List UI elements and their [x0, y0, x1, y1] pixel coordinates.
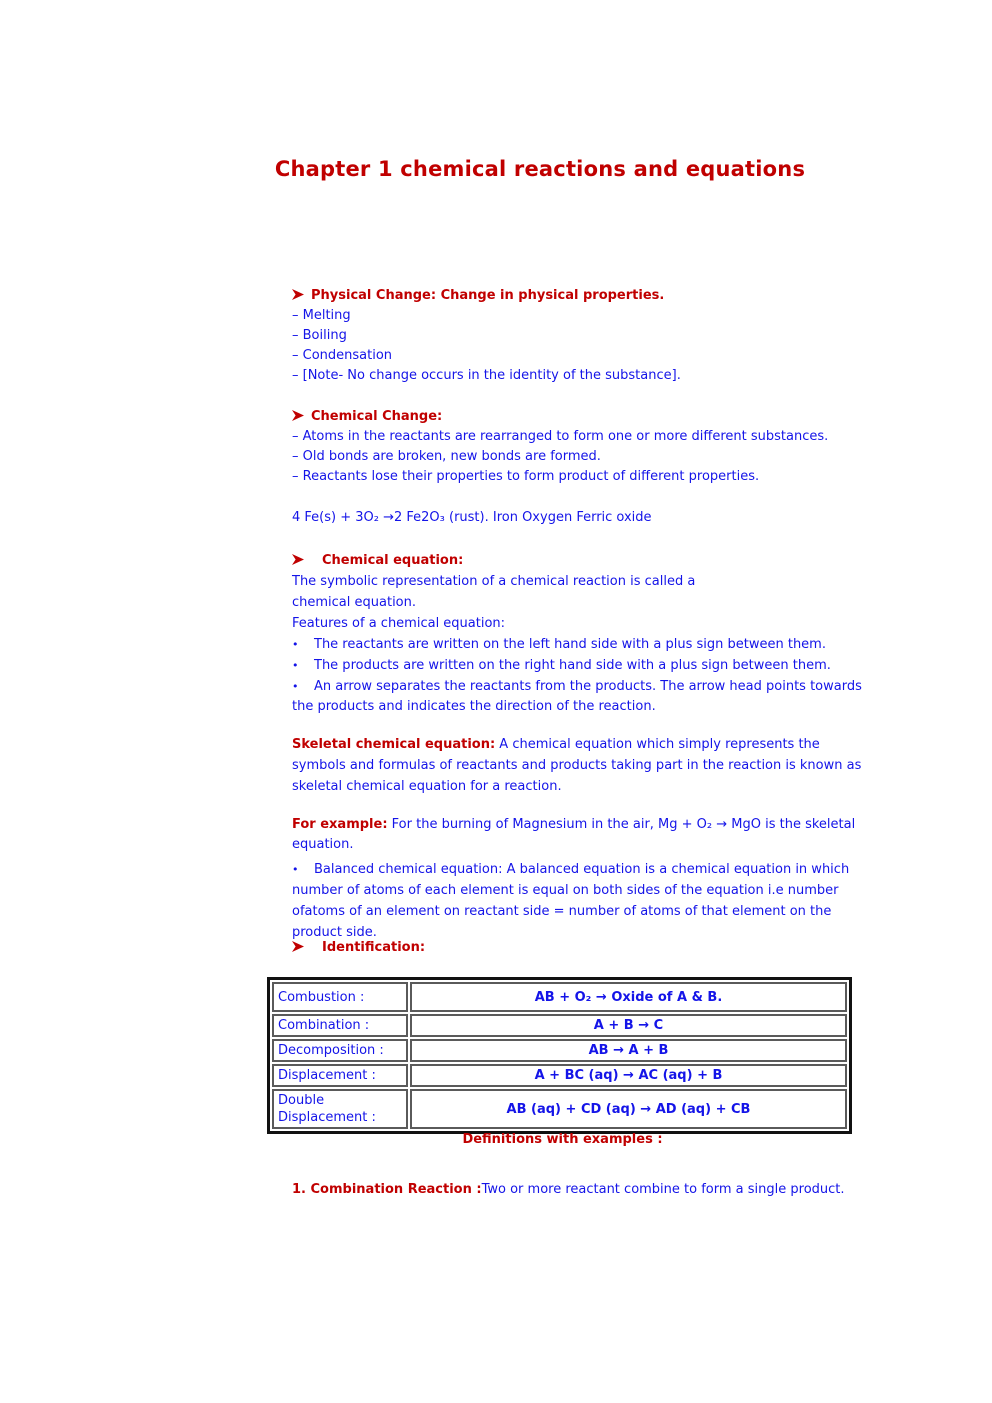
definitions-heading: Definitions with examples :	[462, 1132, 663, 1147]
chemical-equation-heading-label: Chemical equation:	[322, 553, 464, 568]
identification-heading-label: Identification:	[322, 940, 426, 955]
identification-table: Combustion : AB + O₂ → Oxide of A & B. C…	[267, 977, 852, 1134]
for-example-body: For the burning of Magnesium in the air,…	[292, 817, 856, 852]
chemical-change-heading: Chemical Change:	[292, 407, 858, 427]
physical-change-item: – Condensation	[292, 348, 393, 363]
page-title: Chapter 1 chemical reactions and equatio…	[274, 157, 806, 181]
reaction-type-cell: Double Displacement :	[272, 1089, 408, 1129]
reaction-formula-cell: A + BC (aq) → AC (aq) + B	[410, 1064, 847, 1087]
combination-definition: 1. Combination Reaction :Two or more rea…	[292, 1180, 882, 1200]
skeletal-body: A chemical equation which simply represe…	[292, 737, 862, 794]
combination-definition-lead: 1. Combination Reaction :	[292, 1182, 482, 1197]
feature-bullet: •An arrow separates the reactants from t…	[292, 677, 866, 717]
feature-bullet: • The products are written on the right h…	[292, 656, 866, 676]
combination-definition-body: Two or more reactant combine to form a s…	[481, 1182, 845, 1197]
for-example-line: For example: For the burning of Magnesiu…	[292, 815, 882, 855]
physical-change-item: – Melting	[292, 308, 351, 323]
reaction-formula-cell: AB + O₂ → Oxide of A & B.	[410, 982, 847, 1012]
reaction-formula-cell: AB → A + B	[410, 1039, 847, 1062]
reaction-type-cell: Decomposition :	[272, 1039, 408, 1062]
skeletal-lead: Skeletal chemical equation:	[292, 737, 496, 752]
balanced-text: Balanced chemical equation: A balanced e…	[292, 862, 850, 940]
physical-change-heading: Physical Change: Change in physical prop…	[292, 286, 858, 306]
chemical-equation-line: Features of a chemical equation:	[292, 616, 506, 631]
chemical-equation-heading: Chemical equation:	[292, 551, 858, 571]
reaction-formula-cell: A + B → C	[410, 1014, 847, 1037]
physical-change-item: – Boiling	[292, 328, 347, 343]
table-row: Combustion : AB + O₂ → Oxide of A & B.	[272, 982, 847, 1012]
chemical-change-heading-label: Chemical Change:	[311, 409, 443, 424]
for-example-lead: For example:	[292, 817, 388, 832]
chemical-change-item: – Reactants lose their properties to for…	[292, 469, 760, 484]
reaction-formula-cell: AB (aq) + CD (aq) → AD (aq) + CB	[410, 1089, 847, 1129]
reaction-type-cell: Displacement :	[272, 1064, 408, 1087]
chemical-change-item: – Atoms in the reactants are rearranged …	[292, 429, 829, 444]
chemical-equation-line: The symbolic representation of a chemica…	[292, 574, 696, 589]
arrow-bullet-icon	[292, 289, 304, 300]
reaction-type-cell: Combustion :	[272, 982, 408, 1012]
bullet-icon: •	[292, 680, 299, 693]
balanced-paragraph: •Balanced chemical equation: A balanced …	[292, 859, 872, 943]
arrow-bullet-icon	[292, 410, 304, 421]
identification-heading: Identification:	[292, 938, 858, 958]
table-row: Decomposition : AB → A + B	[272, 1039, 847, 1062]
feature-bullet-text: An arrow separates the reactants from th…	[292, 679, 862, 714]
physical-change-heading-label: Physical Change: Change in physical prop…	[311, 288, 665, 303]
rust-equation: 4 Fe(s) + 3O₂ →2 Fe2O₃ (rust). Iron Oxyg…	[292, 510, 652, 525]
reaction-type-cell: Combination :	[272, 1014, 408, 1037]
table-row: Combination : A + B → C	[272, 1014, 847, 1037]
bullet-icon: •	[292, 863, 299, 876]
arrow-bullet-icon	[292, 554, 304, 565]
arrow-bullet-icon	[292, 941, 304, 952]
chemical-equation-line: chemical equation.	[292, 595, 417, 610]
feature-bullet-text: The reactants are written on the left ha…	[314, 637, 826, 652]
table-row: Displacement : A + BC (aq) → AC (aq) + B	[272, 1064, 847, 1087]
feature-bullet-text: The products are written on the right ha…	[314, 658, 831, 673]
chemical-change-item: – Old bonds are broken, new bonds are fo…	[292, 449, 601, 464]
bullet-icon: •	[292, 659, 299, 672]
feature-bullet: • The reactants are written on the left h…	[292, 635, 866, 655]
physical-change-item: – [Note- No change occurs in the identit…	[292, 368, 681, 383]
bullet-icon: •	[292, 638, 299, 651]
table-row: Double Displacement : AB (aq) + CD (aq) …	[272, 1089, 847, 1129]
skeletal-paragraph: Skeletal chemical equation: A chemical e…	[292, 734, 864, 797]
